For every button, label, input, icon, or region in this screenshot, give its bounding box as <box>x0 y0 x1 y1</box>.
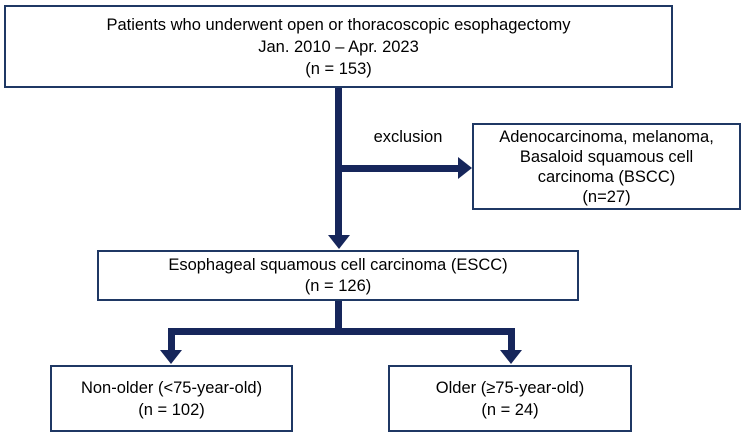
box-excluded-line-1: Adenocarcinoma, melanoma, <box>499 127 714 146</box>
connector-to-older-line <box>507 327 515 352</box>
connector-exclusion-line <box>335 164 458 172</box>
box-non-older-line-1: Non-older (<75-year-old) <box>80 378 263 397</box>
box-escc: Esophageal squamous cell carcinoma (ESCC… <box>97 250 579 301</box>
box-older-line-1: Older (≥75-year-old) <box>435 378 585 397</box>
box-excluded-histologies: Adenocarcinoma, melanoma, Basaloid squam… <box>472 123 741 210</box>
box-escc-count: (n = 126) <box>304 276 372 295</box>
box-escc-line-1: Esophageal squamous cell carcinoma (ESCC… <box>168 255 508 274</box>
box-excluded-count: (n=27) <box>582 187 631 206</box>
box-patients-count: (n = 153) <box>305 59 372 78</box>
arrowhead-to-older-icon <box>500 350 522 364</box>
box-patients-esophagectomy: Patients who underwent open or thoracosc… <box>4 5 673 88</box>
exclusion-label: exclusion <box>373 128 443 146</box>
box-older-group: Older (≥75-year-old) (n = 24) <box>388 365 632 432</box>
arrowhead-to-exclusion-icon <box>458 157 472 179</box>
connector-branch-bar <box>167 327 515 335</box>
box-patients-line-1: Patients who underwent open or thoracosc… <box>106 15 571 34</box>
box-excluded-line-3: carcinoma (BSCC) <box>537 167 676 186</box>
box-non-older-group: Non-older (<75-year-old) (n = 102) <box>50 365 293 432</box>
box-patients-line-2: Jan. 2010 – Apr. 2023 <box>258 37 419 56</box>
arrowhead-to-escc-icon <box>327 235 350 249</box>
box-excluded-line-2: Basaloid squamous cell <box>519 147 694 166</box>
arrowhead-to-non-older-icon <box>160 350 182 364</box>
box-older-count: (n = 24) <box>481 400 539 419</box>
connector-escc-stub-line <box>335 301 342 334</box>
connector-to-non-older-line <box>167 327 175 352</box>
box-non-older-count: (n = 102) <box>138 400 205 419</box>
connector-top-to-escc-line <box>335 88 342 236</box>
